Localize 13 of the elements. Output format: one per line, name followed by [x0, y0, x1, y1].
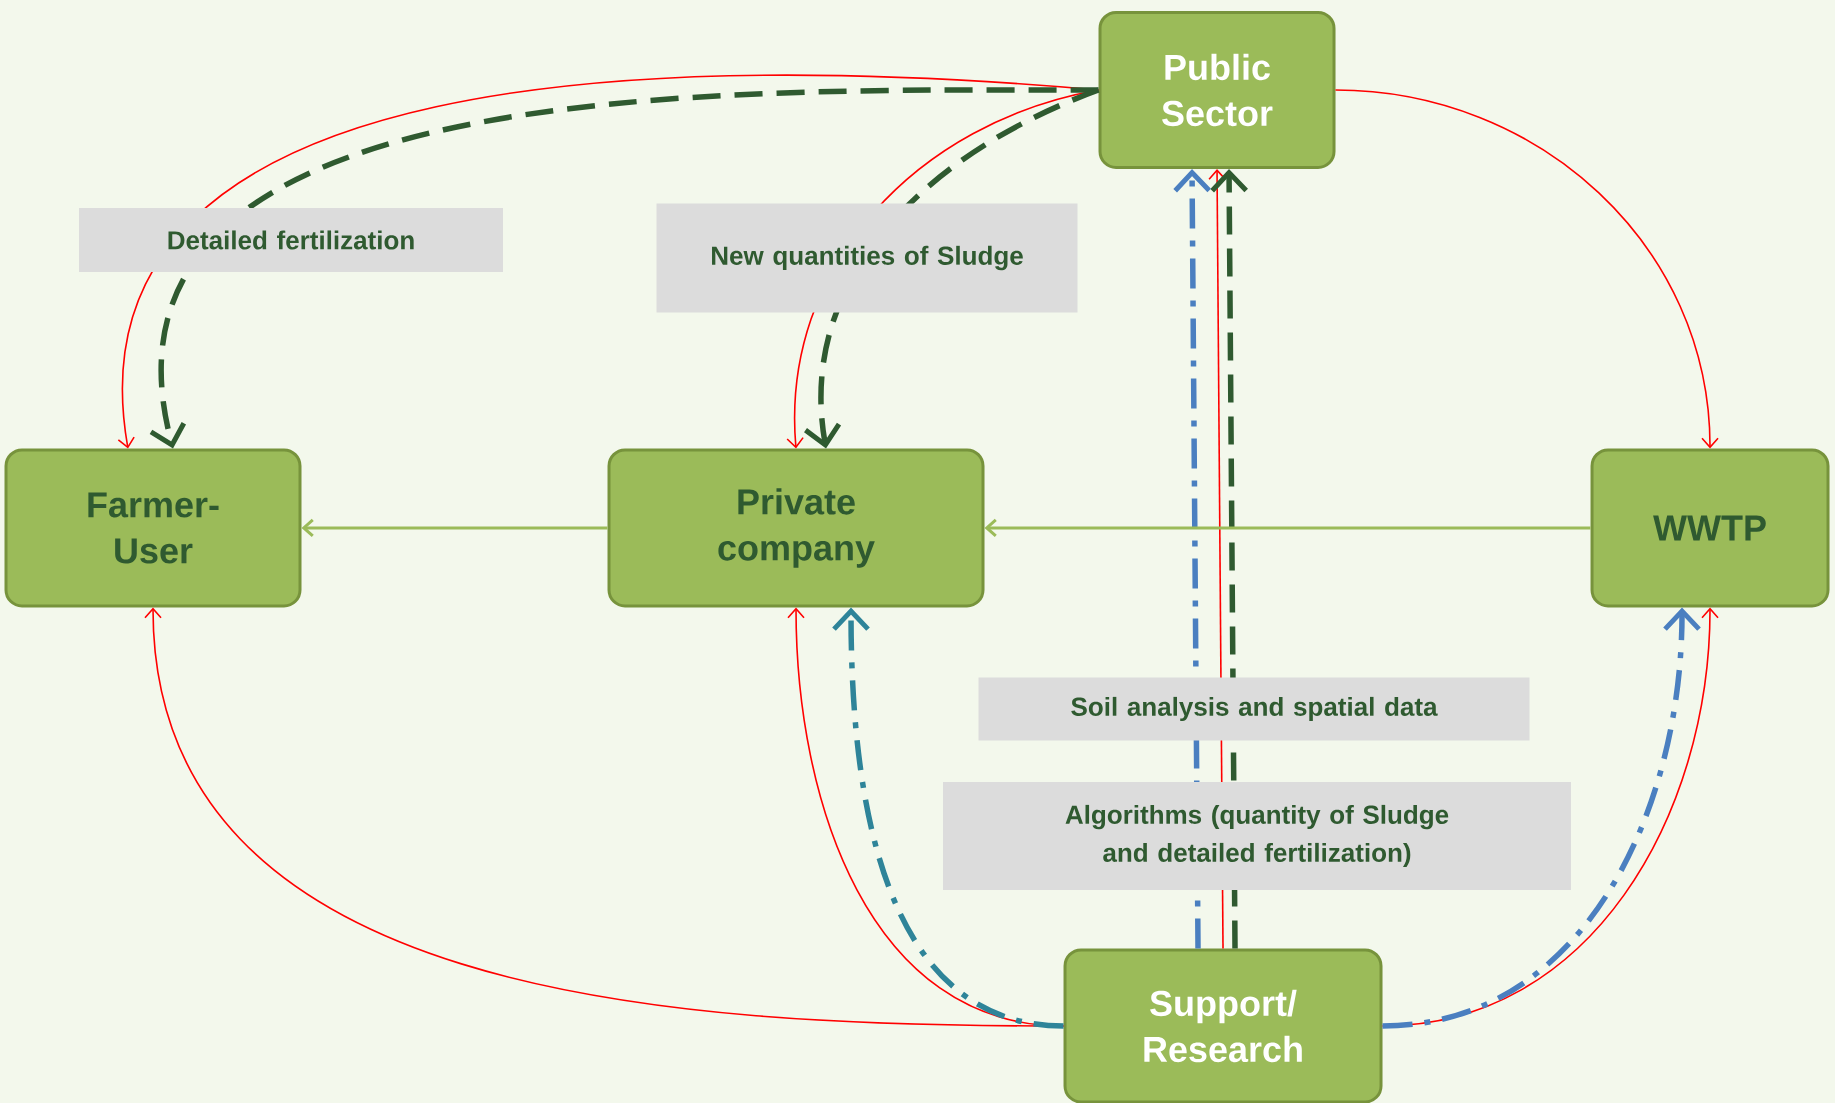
label-box: New quantities of Sludge [656, 203, 1078, 313]
process-box: Farmer-User [4, 448, 302, 608]
process-box: WWTP [1590, 448, 1830, 608]
arrow [301, 518, 608, 538]
process-box: Private company [607, 448, 985, 608]
process-box: Support/ Research [1063, 948, 1383, 1103]
label-box: Algorithms (quantity of Sludge and detailed fertilization) [943, 782, 1571, 890]
arrow [984, 518, 1591, 538]
process-box: Public Sector [1098, 11, 1336, 169]
arrow [1334, 89, 1719, 449]
arrow [832, 607, 1064, 1029]
label-box: Detailed fertilization [79, 208, 503, 272]
label-box: Soil analysis and spatial data [978, 677, 1530, 741]
